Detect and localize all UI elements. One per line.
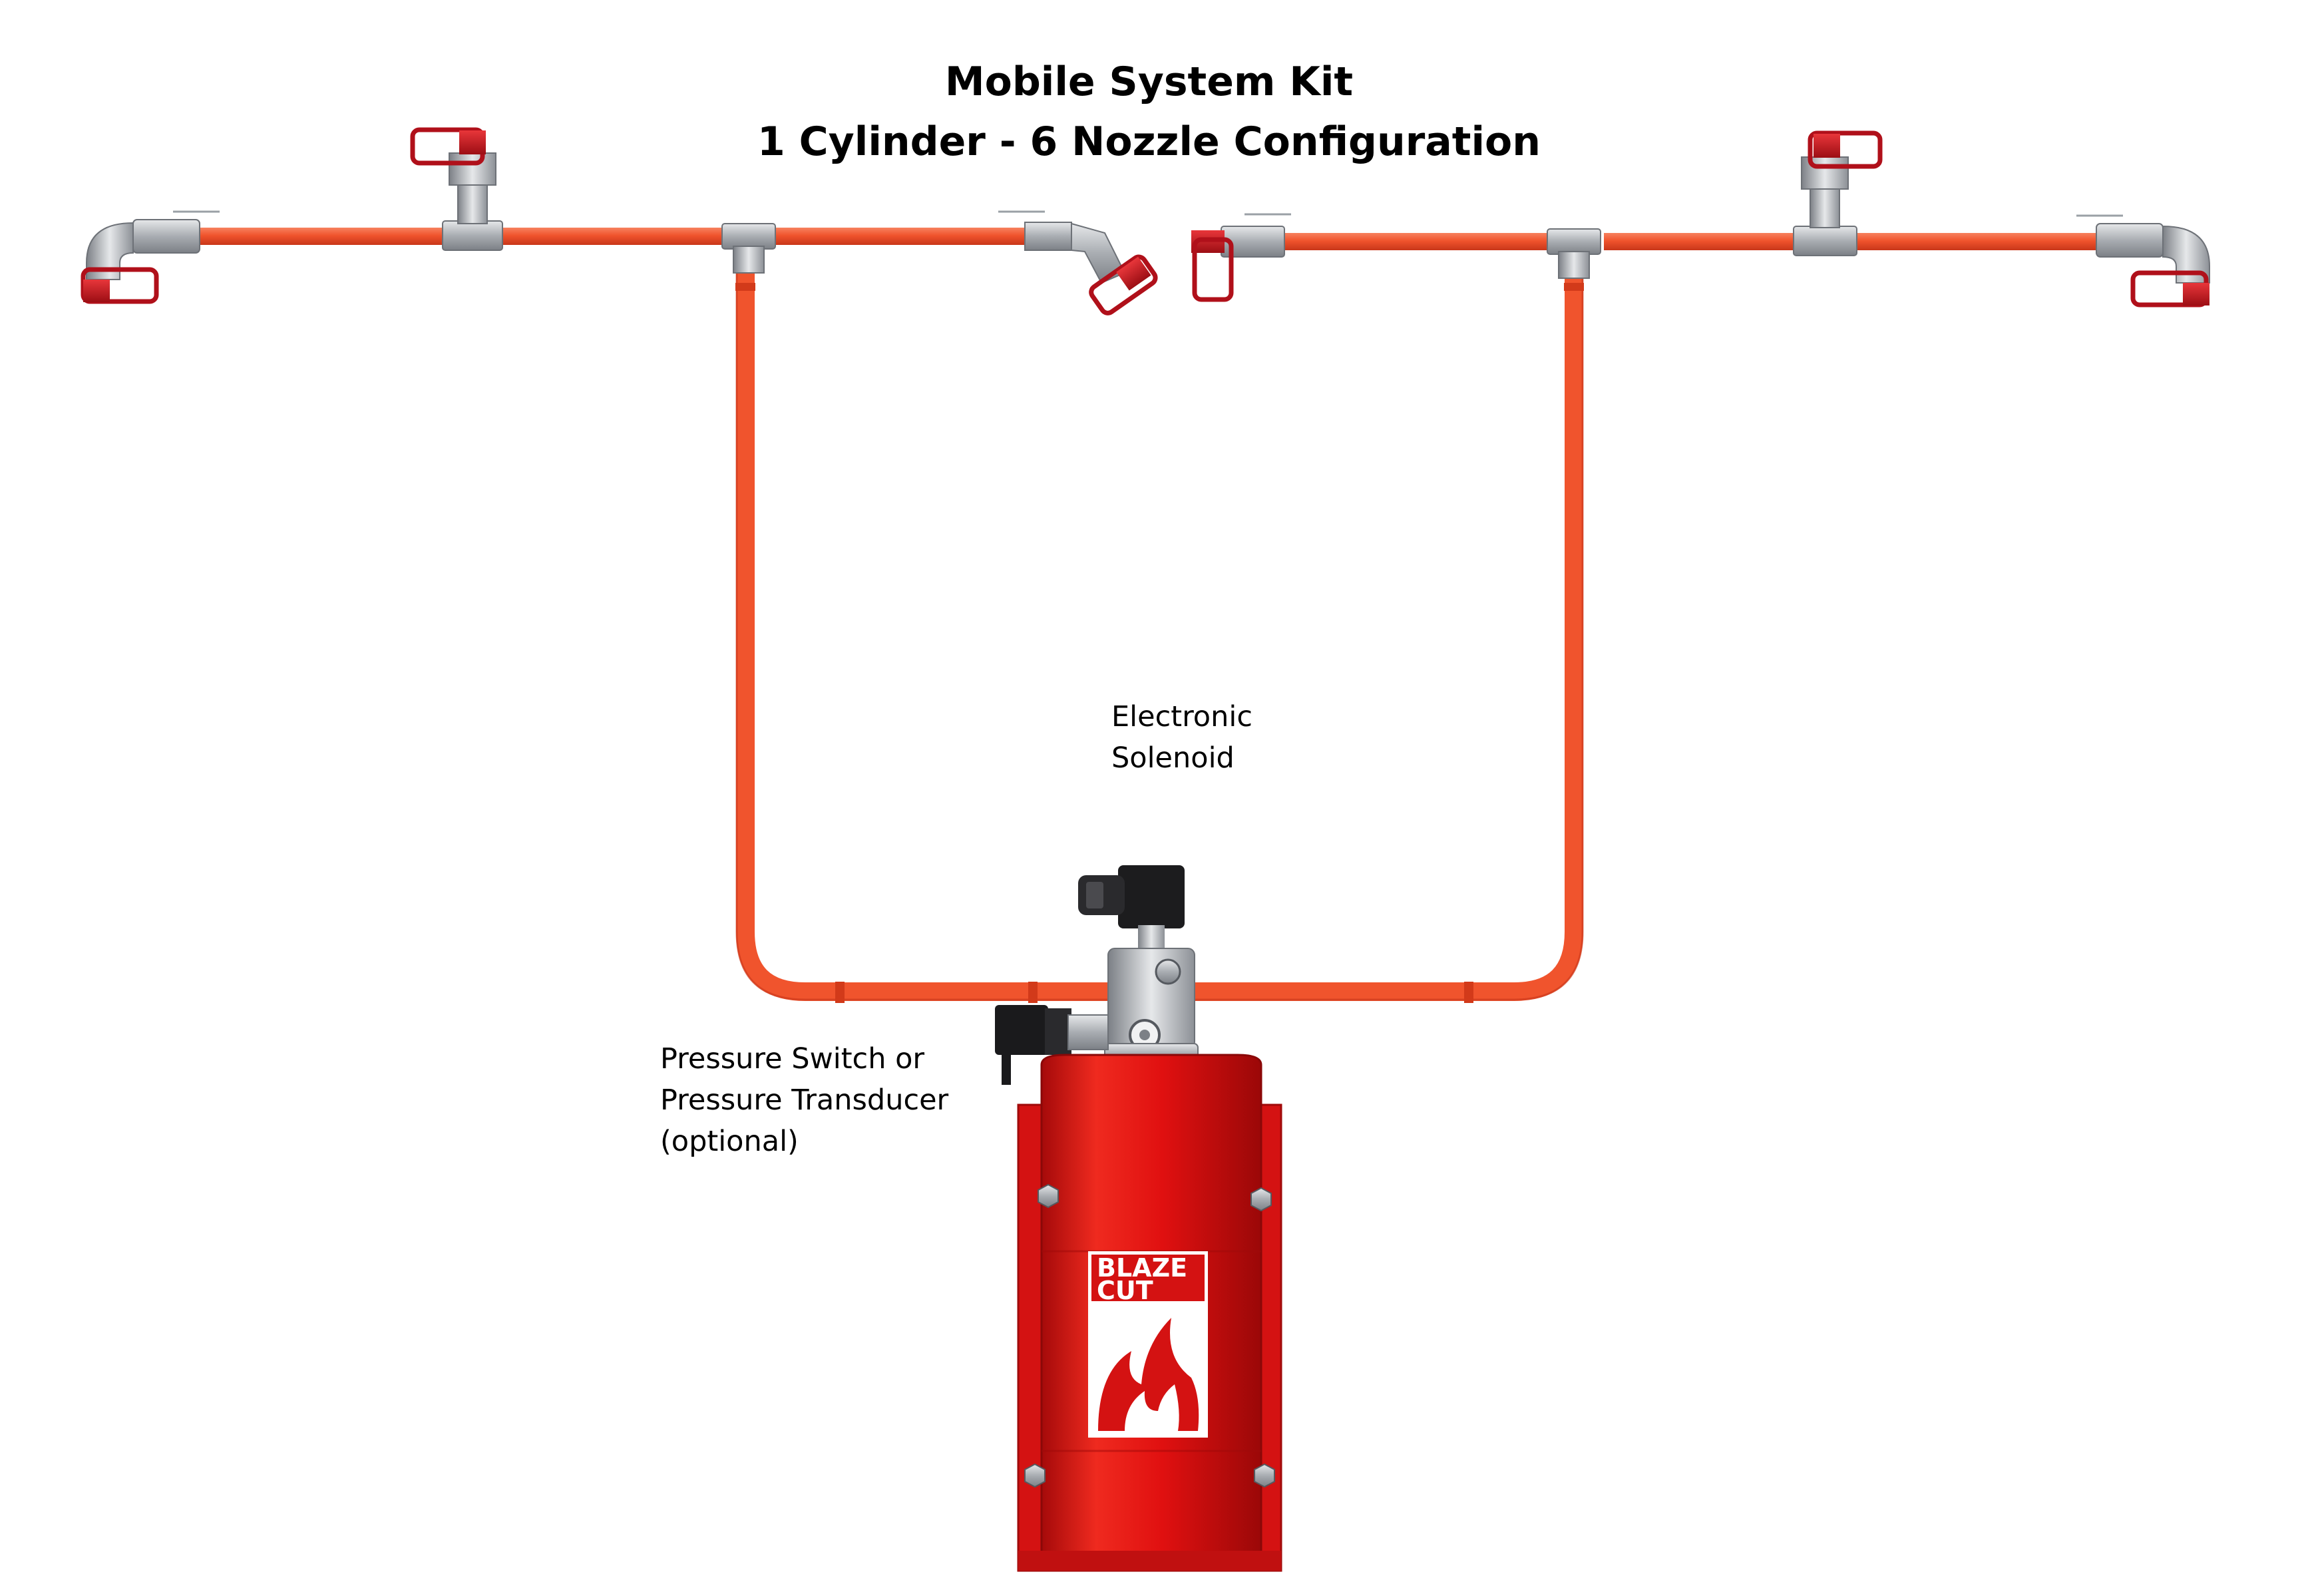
svg-text:BLAZE: BLAZE — [1097, 1253, 1187, 1283]
tee-fitting-right-branch — [1793, 183, 1857, 256]
tube-left-2 — [502, 228, 722, 245]
label-pressure-switch: Pressure Switch or Pressure Transducer (… — [660, 1038, 948, 1162]
valve-body — [1104, 948, 1199, 1064]
electronic-solenoid — [1078, 865, 1185, 952]
mounting-bolt — [1254, 1463, 1275, 1488]
title-line-2: 1 Cylinder - 6 Nozzle Configuration — [757, 118, 1541, 165]
svg-text:CUT: CUT — [1097, 1276, 1153, 1305]
tube-right-3 — [1857, 233, 2100, 250]
tee-fitting-left-branch — [442, 179, 503, 251]
label-line: Electronic — [1111, 700, 1252, 733]
mounting-bolt — [1038, 1183, 1059, 1209]
nozzle-4 — [1191, 213, 1291, 302]
label-line: Solenoid — [1111, 741, 1235, 775]
tube-right-loop — [1191, 266, 1583, 1001]
tube-right-2 — [1604, 233, 1794, 250]
label-line: Pressure Transducer — [660, 1084, 949, 1117]
blaze-cut-logo: BLAZE CUT — [1088, 1251, 1208, 1438]
tee-fitting-right-main — [1547, 228, 1601, 279]
tube-left-1 — [200, 228, 446, 245]
mounting-bolt — [1024, 1463, 1046, 1488]
nozzle-5 — [1801, 130, 1883, 190]
tee-fitting-left-main — [721, 223, 776, 274]
pressure-switch — [995, 1005, 1109, 1085]
nozzle-1 — [81, 210, 220, 304]
flame-icon — [1098, 1318, 1199, 1431]
label-electronic-solenoid: Electronic Solenoid — [1111, 696, 1252, 779]
label-line: Pressure Switch or — [660, 1042, 925, 1076]
mounting-bolt — [1250, 1187, 1272, 1212]
tube-network — [200, 228, 2100, 1003]
title-line-1: Mobile System Kit — [944, 59, 1354, 105]
nozzle-3 — [998, 210, 1158, 315]
tube-right-1 — [1284, 233, 1551, 250]
nozzle-6 — [2076, 214, 2210, 307]
tube-left-loop — [736, 266, 1125, 1001]
label-line: (optional) — [660, 1125, 799, 1158]
nozzle-2 — [410, 127, 496, 186]
tube-left-3 — [775, 228, 1025, 245]
